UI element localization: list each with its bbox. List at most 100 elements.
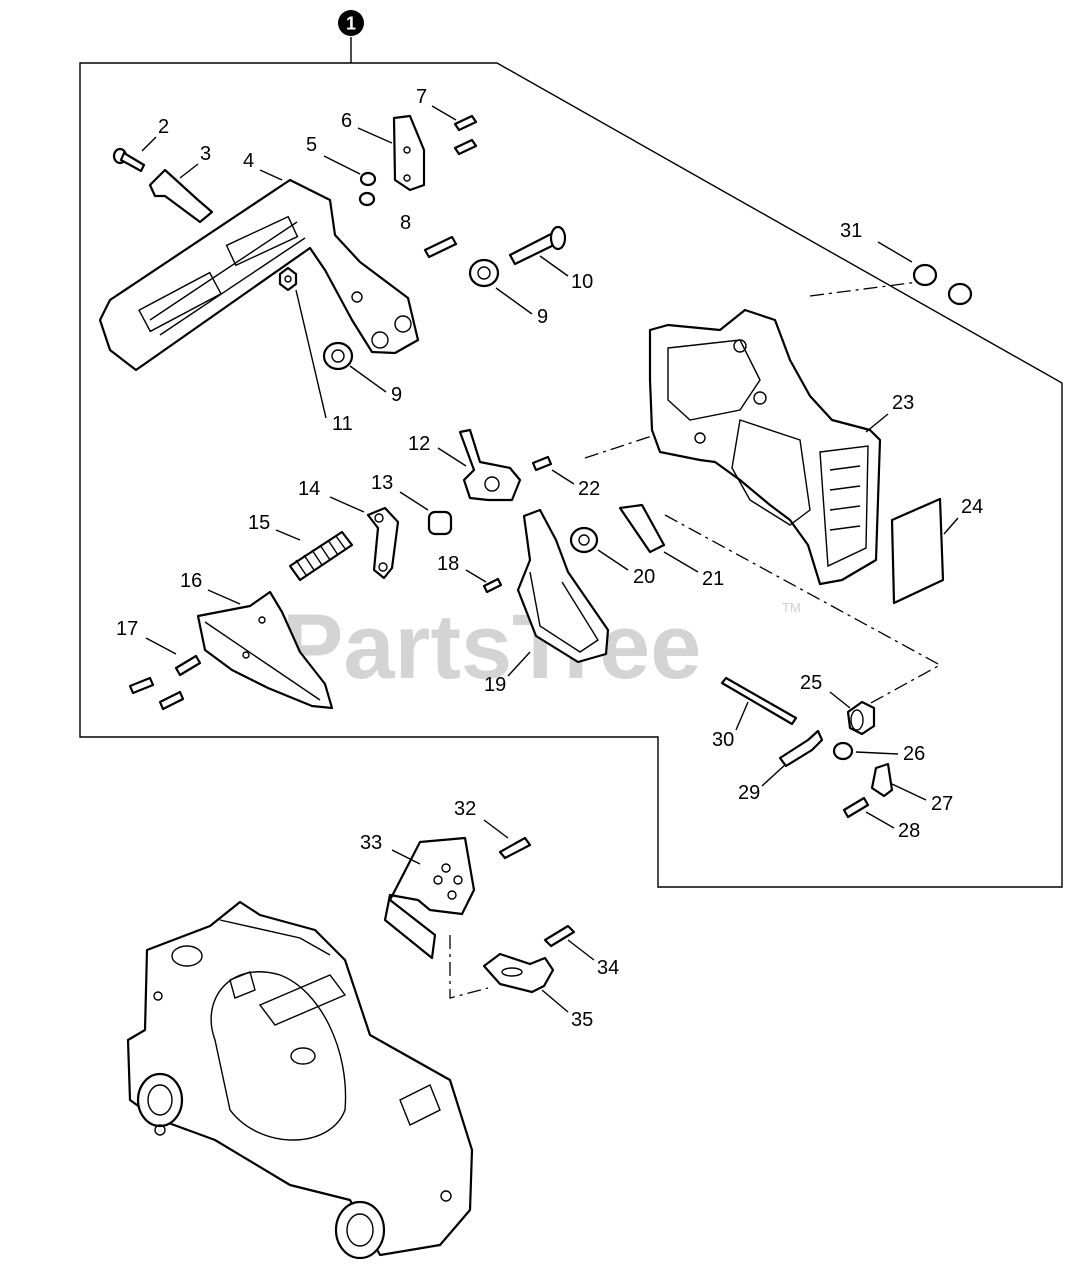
part-6-plate xyxy=(392,114,426,192)
part-3-clip xyxy=(148,168,214,224)
svg-text:27: 27 xyxy=(931,793,953,815)
part-14-link xyxy=(366,506,400,580)
callout[interactable]: 16 xyxy=(180,570,241,605)
svg-text:1: 1 xyxy=(346,14,356,34)
watermark-text: PartsTree xyxy=(282,596,701,698)
callout[interactable]: 12 xyxy=(408,433,467,467)
callout[interactable]: 30 xyxy=(712,701,749,751)
callout[interactable]: 8 xyxy=(400,212,411,234)
part-20-bushing xyxy=(569,526,599,554)
part-34-screw xyxy=(543,924,576,948)
svg-text:18: 18 xyxy=(437,553,459,575)
callout[interactable]: 33 xyxy=(360,832,421,865)
callout[interactable]: 17 xyxy=(116,618,177,655)
callout[interactable]: 26 xyxy=(855,743,925,765)
svg-text:4: 4 xyxy=(243,150,254,172)
callout[interactable]: 13 xyxy=(371,472,429,511)
callout[interactable]: 11 xyxy=(295,289,353,435)
callout[interactable]: 25 xyxy=(800,672,851,709)
part-9-bushing-lower xyxy=(322,341,354,371)
svg-text:35: 35 xyxy=(571,1009,593,1031)
callout[interactable]: 4 xyxy=(243,150,283,181)
svg-text:2: 2 xyxy=(158,116,169,138)
svg-text:10: 10 xyxy=(571,271,593,293)
part-26-washer xyxy=(832,741,854,761)
svg-text:11: 11 xyxy=(332,413,353,435)
callout[interactable]: 23 xyxy=(865,392,914,433)
svg-text:22: 22 xyxy=(578,478,600,500)
callout[interactable]: 21 xyxy=(663,551,724,590)
callout[interactable]: 29 xyxy=(738,763,787,804)
svg-text:32: 32 xyxy=(454,798,476,820)
callout[interactable]: 9 xyxy=(349,365,402,406)
part-12-latch xyxy=(458,428,522,502)
part-30-adjusting-screw xyxy=(720,676,798,726)
callout[interactable]: 5 xyxy=(306,134,361,175)
callout[interactable]: 2 xyxy=(141,116,169,152)
callout[interactable]: 28 xyxy=(865,811,920,842)
callout[interactable]: 22 xyxy=(551,469,600,500)
svg-text:33: 33 xyxy=(360,832,382,854)
part-33-guide-plate xyxy=(383,836,476,960)
part-11-nut xyxy=(278,266,298,292)
part-21-block xyxy=(618,503,666,554)
part-32-screw xyxy=(498,836,532,860)
crankcase-housing xyxy=(126,900,474,1260)
callout[interactable]: 3 xyxy=(179,143,211,179)
svg-text:28: 28 xyxy=(898,820,920,842)
callout[interactable]: 10 xyxy=(539,255,593,293)
svg-text:17: 17 xyxy=(116,618,138,640)
part-7-screws xyxy=(453,114,478,156)
svg-text:15: 15 xyxy=(248,512,270,534)
callout[interactable]: 20 xyxy=(597,549,655,588)
svg-text:31: 31 xyxy=(840,220,862,242)
part-10-bolt xyxy=(508,225,567,266)
alignment-line xyxy=(449,935,489,999)
callout[interactable]: 14 xyxy=(298,478,365,513)
part-25-gear xyxy=(846,700,876,736)
svg-text:5: 5 xyxy=(306,134,317,156)
assembly-badge: 1 xyxy=(338,10,364,36)
callout[interactable]: 15 xyxy=(248,512,301,541)
callout[interactable]: 34 xyxy=(567,939,619,979)
svg-text:25: 25 xyxy=(800,672,822,694)
part-22-pin xyxy=(531,455,553,472)
part-16-bracket xyxy=(196,590,334,710)
part-24-label xyxy=(890,497,945,605)
part-18-pin xyxy=(482,577,503,594)
svg-text:16: 16 xyxy=(180,570,202,592)
callout[interactable]: 31 xyxy=(840,220,913,263)
callout[interactable]: 9 xyxy=(495,287,548,328)
svg-text:7: 7 xyxy=(416,86,427,108)
callout[interactable]: 27 xyxy=(891,783,953,815)
callout[interactable]: 32 xyxy=(454,798,509,839)
part-19-brake-band xyxy=(516,508,610,664)
part-8-pin xyxy=(423,235,458,259)
callout[interactable]: 35 xyxy=(541,989,593,1031)
part-28-screw xyxy=(842,796,870,819)
part-29-tension-pin xyxy=(778,729,824,768)
alignment-line xyxy=(809,281,919,297)
part-4-hand-guard xyxy=(98,178,420,372)
part-2-screw xyxy=(112,147,146,173)
svg-text:34: 34 xyxy=(597,957,619,979)
part-15-spring xyxy=(288,530,354,582)
part-9-bushing-upper xyxy=(468,258,500,288)
assembly-boundary xyxy=(79,62,1063,888)
svg-text:9: 9 xyxy=(537,306,548,328)
part-23-sprocket-cover xyxy=(648,308,882,586)
part-13-sleeve xyxy=(427,510,453,536)
callout[interactable]: 6 xyxy=(341,110,393,144)
callout[interactable]: 18 xyxy=(437,553,487,583)
svg-text:14: 14 xyxy=(298,478,320,500)
callout[interactable]: 19 xyxy=(484,651,531,696)
callout[interactable]: 24 xyxy=(943,496,983,535)
svg-text:8: 8 xyxy=(400,212,411,234)
svg-text:29: 29 xyxy=(738,782,760,804)
svg-text:13: 13 xyxy=(371,472,393,494)
svg-text:24: 24 xyxy=(961,496,983,518)
part-31-nuts xyxy=(912,263,973,306)
svg-text:9: 9 xyxy=(391,384,402,406)
callout[interactable]: 7 xyxy=(416,86,457,121)
